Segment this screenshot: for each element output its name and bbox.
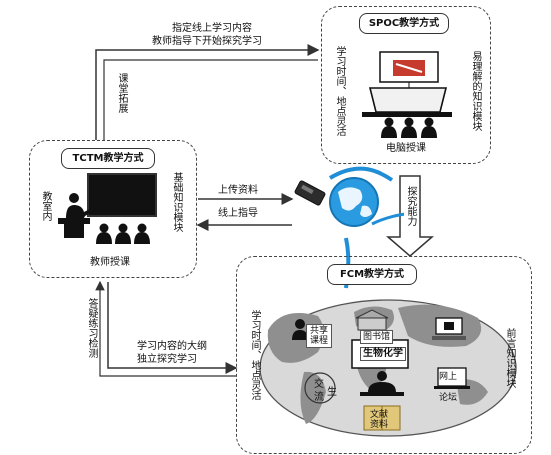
spoc-caption: 电脑授课 bbox=[386, 143, 426, 154]
fcm-flexible-text: 学习时间、地点灵活 bbox=[249, 310, 260, 400]
spoc-title: SPOC教学方式 bbox=[359, 13, 449, 34]
arrow-top-label-1: 指定线上学习内容 bbox=[172, 23, 252, 34]
arrow-upload-label: 上传资料 bbox=[218, 185, 258, 196]
fcm-forum-label-b: 论坛 bbox=[439, 393, 458, 403]
spoc-flexible-text: 学习时间、地点灵活 bbox=[334, 46, 345, 136]
tctm-title: TCTM教学方式 bbox=[61, 148, 155, 169]
spoc-lecture-illustration bbox=[362, 51, 452, 138]
arrow-online-guide-label: 线上指导 bbox=[218, 208, 258, 219]
fcm-exchange-label-c: 生 bbox=[327, 387, 337, 398]
arrow-top-label-2: 教师指导下开始探究学习 bbox=[152, 36, 262, 47]
fcm-library-label: 图书馆 bbox=[360, 330, 394, 344]
fcm-literature-label-a: 文献 bbox=[370, 410, 389, 420]
arrow-qa-practice-text: 答疑练习检测 bbox=[86, 298, 97, 358]
fcm-exchange-label-a: 交 bbox=[314, 379, 324, 390]
tctm-caption: 教师授课 bbox=[90, 257, 130, 268]
fcm-center-label: 生物化学 bbox=[360, 347, 406, 361]
arrow-tctm-to-spoc-inner bbox=[103, 59, 318, 140]
spoc-knowledge-module-text: 易理解的知识模块 bbox=[470, 51, 481, 131]
tctm-basic-module-text: 基础知识模块 bbox=[171, 172, 182, 232]
fcm-forum-label-a: 网上 bbox=[439, 372, 458, 382]
arrow-inquiry-text: 探究能力 bbox=[404, 180, 416, 232]
arrow-tctm-to-fcm bbox=[107, 282, 238, 374]
fcm-frontier-module-text: 前言知识模块 bbox=[504, 328, 515, 388]
arrow-classroom-extension-text: 课堂拓展 bbox=[116, 73, 127, 113]
fcm-literature-label-b: 资料 bbox=[370, 420, 389, 430]
arrow-fcm-to-tctm bbox=[95, 280, 236, 377]
tctm-classroom-text: 教室内 bbox=[40, 191, 51, 221]
arrow-bottom-label-2: 独立探究学习 bbox=[137, 354, 197, 365]
fcm-title: FCM教学方式 bbox=[327, 264, 417, 285]
tctm-panel bbox=[29, 140, 197, 278]
arrow-bottom-label-1: 学习内容的大纲 bbox=[137, 341, 207, 352]
arrow-tctm-to-spoc bbox=[95, 44, 320, 140]
fcm-shared-course-label: 共享课程 bbox=[306, 324, 332, 348]
fcm-center-illustration bbox=[292, 309, 470, 431]
tctm-classroom-illustration bbox=[58, 173, 157, 244]
spoc-panel bbox=[321, 6, 491, 164]
fcm-panel bbox=[236, 256, 532, 454]
fcm-exchange-label-b: 流 bbox=[314, 392, 324, 403]
